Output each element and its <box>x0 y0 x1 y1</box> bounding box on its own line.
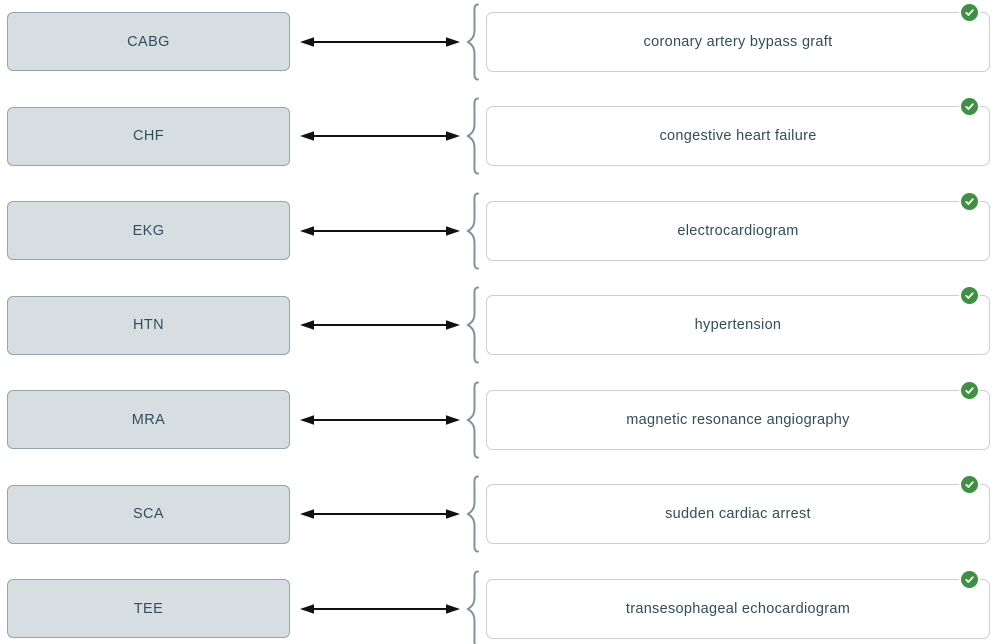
correct-badge <box>961 192 978 210</box>
left-brace-icon <box>465 570 481 644</box>
match-row: SCA sudden cardiac arrest <box>7 475 990 553</box>
match-row: MRA magnetic resonance angiography <box>7 381 990 458</box>
double-arrow-icon <box>300 35 460 49</box>
check-icon <box>965 386 974 394</box>
term-card[interactable]: SCA <box>7 484 290 544</box>
left-brace-icon <box>465 381 481 459</box>
term-card[interactable]: CHF <box>7 106 290 166</box>
definition-label: electrocardiogram <box>677 222 799 239</box>
definition-card[interactable]: magnetic resonance angiography <box>486 381 990 450</box>
match-row: CABG coronary artery bypass graft <box>7 3 990 80</box>
correct-badge <box>961 476 978 493</box>
check-icon <box>965 8 974 16</box>
double-arrow-icon <box>300 602 460 616</box>
left-brace-icon <box>465 192 481 270</box>
double-arrow-icon <box>300 318 460 332</box>
correct-badge <box>961 287 978 304</box>
definition-label: congestive heart failure <box>659 128 817 144</box>
correct-badge <box>961 381 978 399</box>
definition-card[interactable]: coronary artery bypass graft <box>486 3 990 72</box>
definition-card[interactable]: electrocardiogram <box>486 192 990 261</box>
term-card[interactable]: EKG <box>7 201 290 260</box>
double-arrow-icon <box>300 129 460 143</box>
check-icon <box>965 575 974 583</box>
check-icon <box>965 103 974 110</box>
double-arrow-icon <box>300 224 460 238</box>
definition-card[interactable]: congestive heart failure <box>486 98 990 166</box>
check-icon <box>965 292 974 299</box>
correct-badge <box>961 98 978 115</box>
definition-label: coronary artery bypass graft <box>643 33 833 50</box>
left-brace-icon <box>465 286 481 364</box>
correct-badge <box>961 3 978 21</box>
term-card[interactable]: MRA <box>7 390 290 449</box>
definition-label: magnetic resonance angiography <box>626 411 850 428</box>
definition-label: hypertension <box>694 317 782 333</box>
term-label: CHF <box>132 128 164 144</box>
definition-card[interactable]: sudden cardiac arrest <box>486 476 990 544</box>
match-row: EKG electrocardiogram <box>7 192 990 269</box>
match-row: TEE transesophageal echocardiogram <box>7 570 990 644</box>
definition-label: sudden cardiac arrest <box>665 506 811 522</box>
term-label: SCA <box>132 506 164 522</box>
match-row: CHF congestive heart failure <box>7 97 990 175</box>
correct-badge <box>961 570 978 588</box>
term-label: EKG <box>132 222 165 239</box>
term-label: MRA <box>131 411 166 428</box>
term-label: CABG <box>127 33 170 50</box>
term-card[interactable]: TEE <box>7 579 290 638</box>
left-brace-icon <box>465 475 481 553</box>
definition-card[interactable]: hypertension <box>486 287 990 355</box>
check-icon <box>965 481 974 488</box>
definition-label: transesophageal echocardiogram <box>625 600 851 617</box>
double-arrow-icon <box>300 507 460 521</box>
left-brace-icon <box>465 97 481 175</box>
term-label: TEE <box>133 600 164 617</box>
term-card[interactable]: HTN <box>7 295 290 355</box>
term-card[interactable]: CABG <box>7 12 290 71</box>
double-arrow-icon <box>300 413 460 427</box>
term-label: HTN <box>132 317 164 333</box>
check-icon <box>965 197 974 205</box>
left-brace-icon <box>465 3 481 81</box>
definition-card[interactable]: transesophageal echocardiogram <box>486 570 990 639</box>
match-row: HTN hypertension <box>7 286 990 364</box>
